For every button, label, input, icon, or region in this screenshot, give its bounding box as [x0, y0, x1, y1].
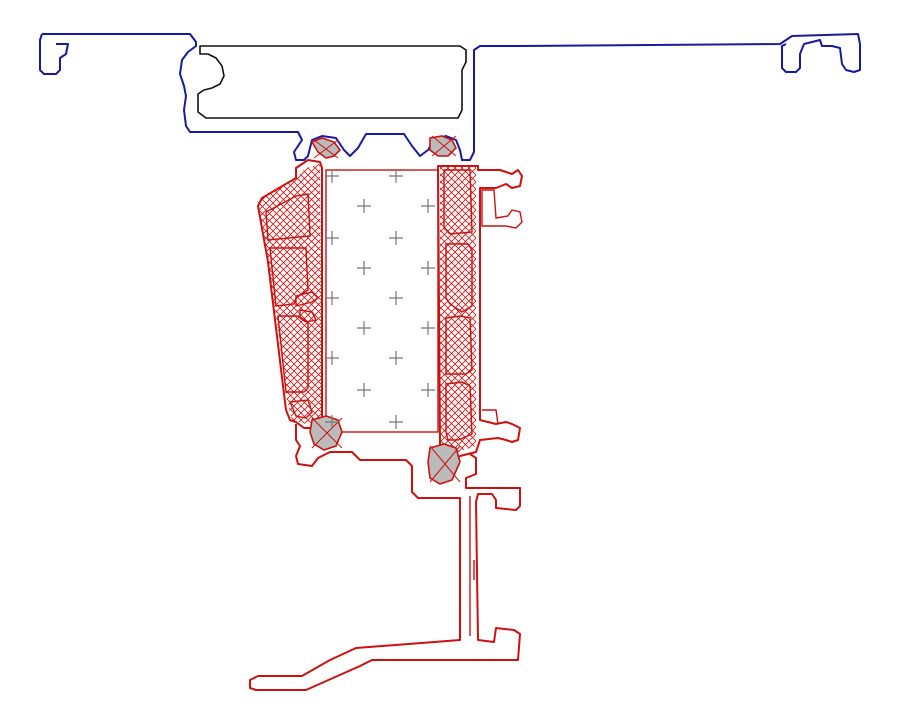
plus-icon — [389, 415, 403, 429]
plus-icon — [421, 321, 435, 335]
sash-right-outline — [437, 165, 523, 463]
sash-right-chamber-1 — [443, 169, 473, 235]
plus-icon — [389, 351, 403, 365]
sash-right-outer-chamber-lower — [482, 409, 499, 425]
x-pad-icon — [427, 443, 461, 485]
plus-icon — [357, 321, 371, 335]
sash-left-chamber-3 — [277, 315, 309, 393]
plus-icon — [325, 415, 339, 429]
plus-icon — [325, 169, 339, 183]
plus-icon — [389, 291, 403, 305]
sash-drip-leg-inner — [469, 496, 475, 636]
sash-left-clip-2 — [299, 309, 318, 323]
frame-insert-profile — [197, 45, 467, 119]
plus-icon — [389, 231, 403, 245]
sash-right-outer-chamber — [481, 189, 523, 229]
plus-icon — [421, 199, 435, 213]
sash-left-chamber-4 — [288, 399, 313, 419]
sash-left-outline — [257, 159, 323, 429]
plus-icon — [357, 261, 371, 275]
sash-right-chamber-3 — [445, 315, 473, 375]
plus-icon — [357, 199, 371, 213]
sash-right-chamber-2 — [445, 243, 473, 313]
x-pad-icon — [310, 137, 342, 159]
infill-markers — [325, 169, 435, 429]
plus-icon — [325, 231, 339, 245]
glass-infill-panel — [325, 169, 439, 433]
plus-icon — [325, 351, 339, 365]
gasket-pads — [309, 135, 461, 485]
sash-left-clip-1 — [295, 291, 320, 307]
plus-icon — [421, 261, 435, 275]
plus-icon — [325, 291, 339, 305]
sash-right-chamber-4 — [445, 381, 473, 441]
plus-icon — [421, 383, 435, 397]
sash-left-chamber-1 — [265, 193, 311, 241]
sash-bottom-rail — [249, 424, 521, 691]
plus-icon — [357, 383, 371, 397]
sash-left-wall-hatch — [258, 164, 322, 424]
plus-icon — [389, 169, 403, 183]
